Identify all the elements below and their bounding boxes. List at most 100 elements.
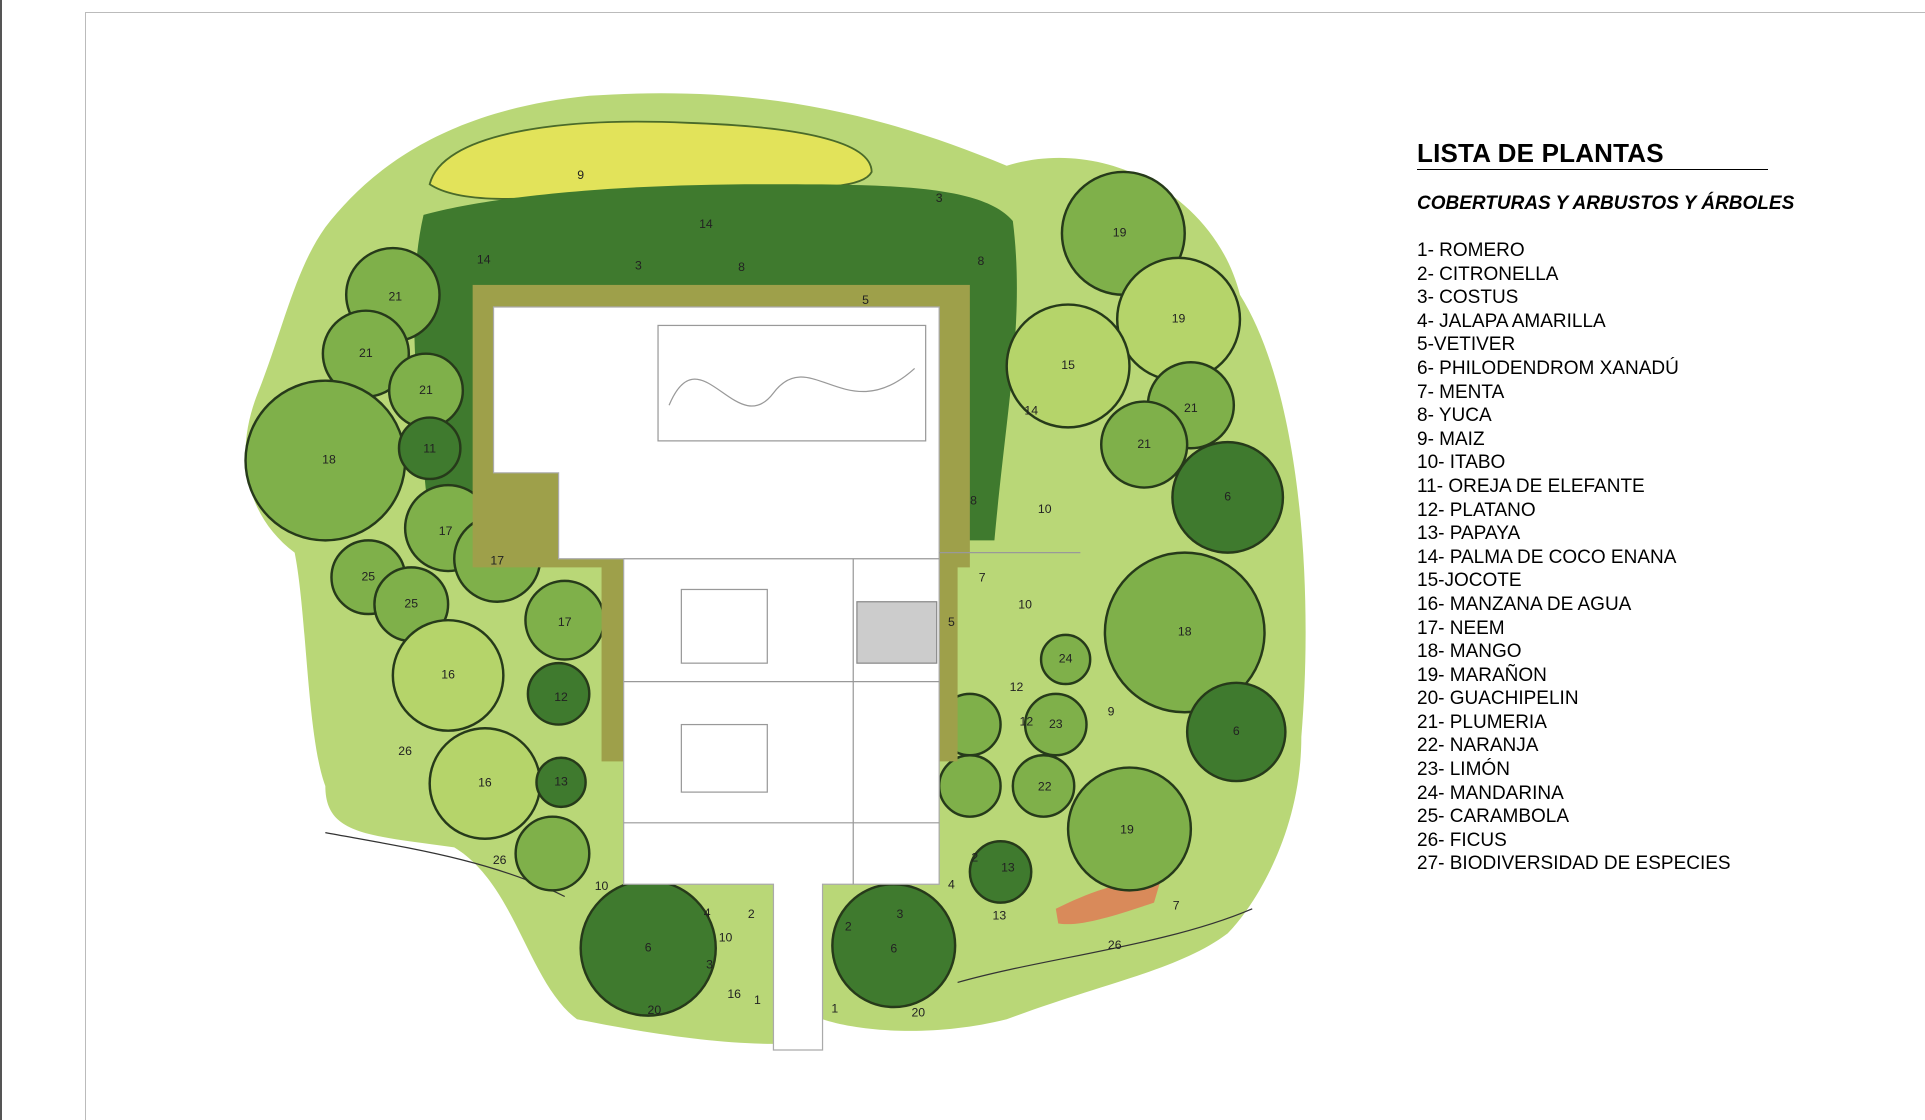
plan-label: 7 (979, 571, 986, 585)
plan-label: 2 (971, 851, 978, 865)
plan-label: 5 (862, 293, 869, 307)
plan-label: 13 (1001, 860, 1015, 874)
plan-label: 9 (577, 168, 584, 182)
legend-item: 11- OREJA DE ELEFANTE (1417, 475, 1645, 497)
plan-label: 16 (441, 668, 455, 682)
plan-label: 3 (896, 907, 903, 921)
page-frame-left (85, 12, 86, 1120)
tree-canopy (968, 840, 1033, 904)
legend-item: 24- MANDARINA (1417, 782, 1564, 804)
tree-canopy (1039, 633, 1092, 686)
tree-canopy (1023, 692, 1088, 757)
plan-label: 20 (911, 1005, 925, 1019)
plan-label: 22 (1038, 779, 1052, 793)
plan-label: 19 (1113, 226, 1127, 240)
plan-label: 23 (1049, 717, 1063, 731)
legend-item: 20- GUACHIPELIN (1417, 688, 1579, 710)
plan-label: 5 (948, 615, 955, 629)
plan-label: 3 (706, 957, 713, 971)
plan-label: 26 (493, 853, 507, 867)
plan-label: 14 (699, 217, 713, 231)
plan-label: 13 (993, 908, 1007, 922)
house (472, 284, 1081, 1051)
tree-canopy (397, 416, 462, 481)
tree-canopy (1099, 400, 1189, 489)
trees (244, 170, 1287, 1017)
plan-label: 10 (719, 930, 733, 944)
plan-label: 10 (1038, 502, 1052, 516)
plan-label: 4 (948, 878, 955, 892)
plan-label: 2 (748, 907, 755, 921)
legend-item: 9- MAIZ (1417, 428, 1485, 450)
window-edge (0, 0, 2, 1120)
legend-item: 2- CITRONELLA (1417, 263, 1559, 285)
tree-canopy (391, 618, 505, 732)
legend-item: 17- NEEM (1417, 617, 1505, 639)
legend-item: 8- YUCA (1417, 405, 1492, 427)
plan-label: 14 (477, 253, 491, 267)
legend-subtitle: COBERTURAS Y ARBUSTOS Y ÁRBOLES (1417, 193, 1795, 214)
plan-label: 18 (322, 453, 336, 467)
legend-item: 14- PALMA DE COCO ENANA (1417, 546, 1677, 568)
legend-item: 27- BIODIVERSIDAD DE ESPECIES (1417, 853, 1731, 875)
plan-label: 21 (359, 346, 373, 360)
legend-item: 22- NARANJA (1417, 735, 1539, 757)
tree-canopy (1185, 681, 1287, 783)
plan-label: 26 (1108, 938, 1122, 952)
plan-label: 21 (419, 383, 433, 397)
plan-label: 9 (1108, 705, 1115, 719)
plan-label: 1 (831, 1002, 838, 1016)
tree-canopy (526, 661, 591, 726)
legend-item: 6- PHILODENDROM XANADÚ (1417, 357, 1679, 379)
plan-label: 11 (423, 442, 436, 456)
legend-item: 19- MARAÑON (1417, 664, 1547, 686)
plan-label: 8 (970, 493, 977, 507)
plan-label: 6 (1233, 724, 1240, 738)
tree-canopy (1103, 551, 1266, 714)
plan-label: 14 (1024, 404, 1038, 418)
plan-label: 24 (1059, 652, 1073, 666)
pool-curve (668, 367, 916, 407)
tree-canopy (1066, 766, 1193, 892)
plan-label: 6 (890, 942, 897, 956)
plan-label: 16 (478, 776, 492, 790)
plan-label: 12 (1010, 680, 1024, 694)
plan-label: 2 (845, 919, 852, 933)
tree-canopy (937, 754, 1002, 818)
legend-item: 23- LIMÓN (1417, 759, 1510, 781)
bottom-right-arc (957, 908, 1253, 984)
plan-label: 17 (439, 524, 453, 538)
plan-label: 6 (1224, 490, 1231, 504)
house-footprint (492, 306, 940, 1051)
plan-label: 21 (1184, 401, 1198, 415)
legend-item: 4- JALAPA AMARILLA (1417, 310, 1606, 332)
legend-item: 3- COSTUS (1417, 287, 1519, 309)
plan-label: 6 (645, 940, 652, 954)
palm-band (414, 184, 1017, 541)
plan-label: 18 (1178, 625, 1192, 639)
plan-label: 19 (1172, 312, 1186, 326)
plan-label: 15 (1061, 358, 1075, 372)
plan-label: 12 (554, 690, 568, 704)
legend-item: 7- MENTA (1417, 381, 1505, 403)
plan-label: 12 (1020, 714, 1034, 728)
plan-label: 25 (361, 569, 375, 583)
legend-item: 25- CARAMBOLA (1417, 806, 1570, 828)
tree-canopy (535, 756, 587, 809)
page-frame-top (85, 12, 1925, 13)
plan-label: 19 (1120, 822, 1134, 836)
legend-item: 26- FICUS (1417, 829, 1507, 851)
legend-item: 15-JOCOTE (1417, 570, 1522, 592)
legend-item: 12- PLATANO (1417, 499, 1536, 521)
legend-title: LISTA DE PLANTAS (1417, 138, 1768, 170)
legend-item: 10- ITABO (1417, 452, 1506, 474)
plan-label: 25 (404, 596, 418, 610)
tree-canopy (1011, 754, 1076, 818)
legend-item: 21- PLUMERIA (1417, 711, 1547, 733)
tree-canopy (1005, 303, 1131, 429)
plan-label: 17 (490, 553, 504, 567)
legend-item: 18- MANGO (1417, 641, 1522, 663)
